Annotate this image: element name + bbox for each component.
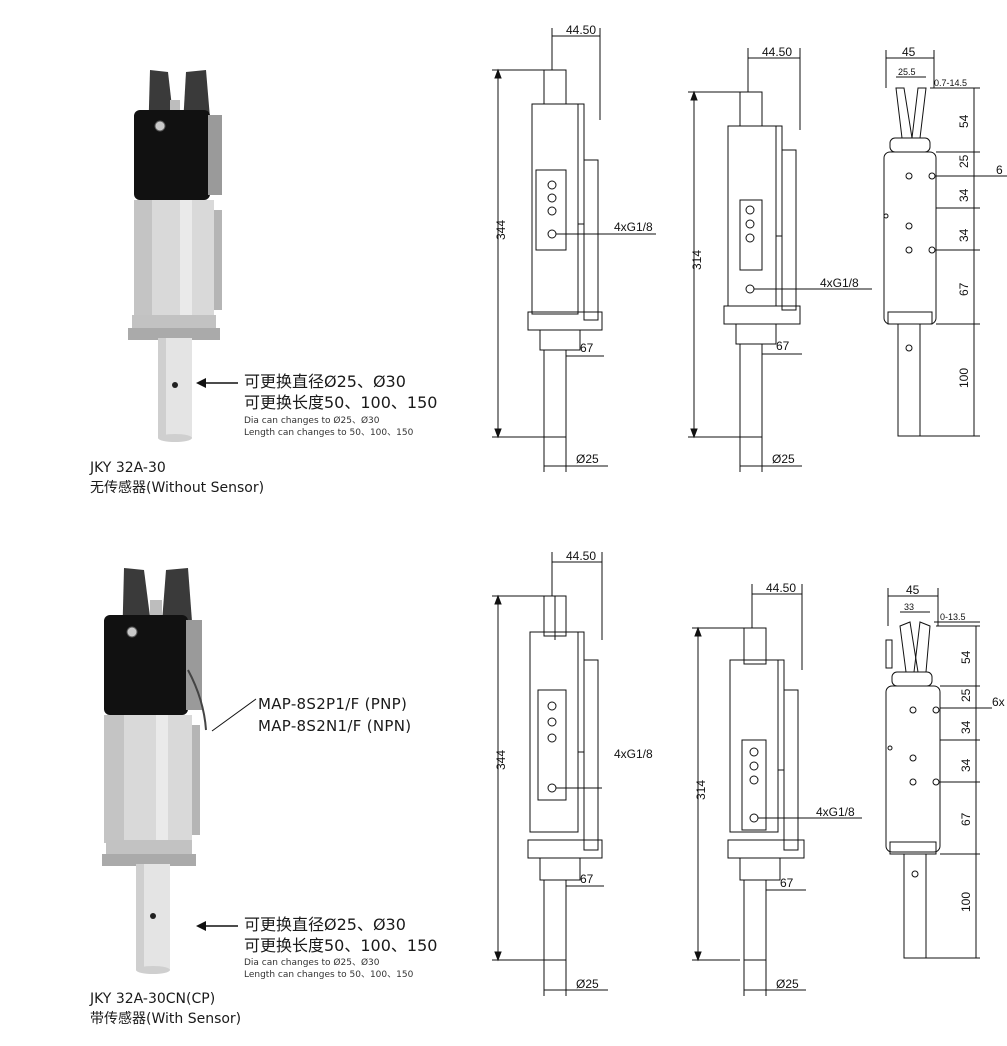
dim-44-50: 44.50 bbox=[762, 45, 792, 59]
side-view-344-bottom: 44.50 344 4xG1/8 67 Ø25 bbox=[492, 549, 653, 996]
dim-67: 67 bbox=[776, 339, 790, 353]
dim-314: 314 bbox=[690, 250, 704, 270]
dim-port: 4xG1/8 bbox=[820, 276, 859, 290]
note-diameter: 可更换直径Ø25、Ø30 bbox=[244, 372, 406, 391]
note-arrow bbox=[196, 921, 238, 931]
note-length-en: Length can changes to 50、100、150 bbox=[244, 970, 414, 980]
dim-54: 54 bbox=[957, 114, 971, 128]
dim-314: 314 bbox=[694, 780, 708, 800]
dim-25: 25 bbox=[957, 154, 971, 168]
front-view-bottom: 45 33 0-13.5 54 25 34 34 67 100 6x bbox=[885, 583, 1005, 959]
note-diameter-en: Dia can changes to Ø25、Ø30 bbox=[244, 958, 380, 968]
model-desc: 带传感器(With Sensor) bbox=[90, 1011, 242, 1027]
dim-phi25: Ø25 bbox=[776, 977, 799, 991]
dim-phi25: Ø25 bbox=[772, 452, 795, 466]
dim-25-5: 25.5 bbox=[898, 67, 916, 77]
front-view-top: 45 25.5 0.7-14.5 54 25 34 34 67 100 6 bbox=[883, 45, 1007, 437]
dim-67: 67 bbox=[959, 812, 973, 826]
dim-45: 45 bbox=[902, 45, 916, 59]
gripper-photo-without-sensor bbox=[128, 70, 222, 442]
note-diameter: 可更换直径Ø25、Ø30 bbox=[244, 915, 406, 934]
note-length: 可更换长度50、100、150 bbox=[244, 936, 438, 955]
side-view-344-top: 44.50 344 4xG1/8 67 Ø25 bbox=[492, 23, 656, 472]
dim-6x: 6x bbox=[992, 695, 1005, 709]
dim-54: 54 bbox=[959, 650, 973, 664]
model-name: JKY 32A-30 bbox=[90, 460, 166, 476]
gripper-photo-with-sensor bbox=[102, 568, 207, 974]
dim-port: 4xG1/8 bbox=[816, 805, 855, 819]
dim-phi25: Ø25 bbox=[576, 977, 599, 991]
note-length: 可更换长度50、100、150 bbox=[244, 393, 438, 412]
dim-45: 45 bbox=[906, 583, 920, 597]
dim-67: 67 bbox=[580, 872, 594, 886]
dim-port: 4xG1/8 bbox=[614, 220, 653, 234]
dim-44-50: 44.50 bbox=[766, 581, 796, 595]
dim-44-50: 44.50 bbox=[566, 549, 596, 563]
dim-344: 344 bbox=[494, 220, 508, 240]
dim-34: 34 bbox=[959, 720, 973, 734]
dim-344: 344 bbox=[494, 750, 508, 770]
dim-stroke: 0.7-14.5 bbox=[934, 78, 967, 88]
dim-100: 100 bbox=[957, 368, 971, 388]
dim-6: 6 bbox=[996, 163, 1003, 177]
model-name: JKY 32A-30CN(CP) bbox=[90, 991, 216, 1007]
note-arrow bbox=[196, 378, 238, 388]
dim-25: 25 bbox=[959, 688, 973, 702]
dim-100: 100 bbox=[959, 892, 973, 912]
dim-67: 67 bbox=[957, 282, 971, 296]
dim-33: 33 bbox=[904, 602, 914, 612]
dim-67: 67 bbox=[580, 341, 594, 355]
note-diameter-en: Dia can changes to Ø25、Ø30 bbox=[244, 416, 380, 426]
dim-34: 34 bbox=[957, 228, 971, 242]
dim-phi25: Ø25 bbox=[576, 452, 599, 466]
dim-67: 67 bbox=[780, 876, 794, 890]
sensor-leader-line bbox=[211, 698, 257, 732]
dim-port: 4xG1/8 bbox=[614, 747, 653, 761]
dim-34: 34 bbox=[957, 188, 971, 202]
note-length-en: Length can changes to 50、100、150 bbox=[244, 428, 414, 438]
dim-44-50: 44.50 bbox=[566, 23, 596, 37]
side-view-314-top: 44.50 314 4xG1/8 67 Ø25 bbox=[688, 45, 872, 472]
dim-34: 34 bbox=[959, 758, 973, 772]
dim-stroke: 0-13.5 bbox=[940, 612, 966, 622]
sensor-pnp-label: MAP-8S2P1/F (PNP) bbox=[258, 695, 408, 713]
side-view-314-bottom: 44.50 314 4xG1/8 67 Ø25 bbox=[692, 581, 862, 996]
model-desc: 无传感器(Without Sensor) bbox=[90, 480, 265, 496]
sensor-npn-label: MAP-8S2N1/F (NPN) bbox=[258, 717, 412, 735]
